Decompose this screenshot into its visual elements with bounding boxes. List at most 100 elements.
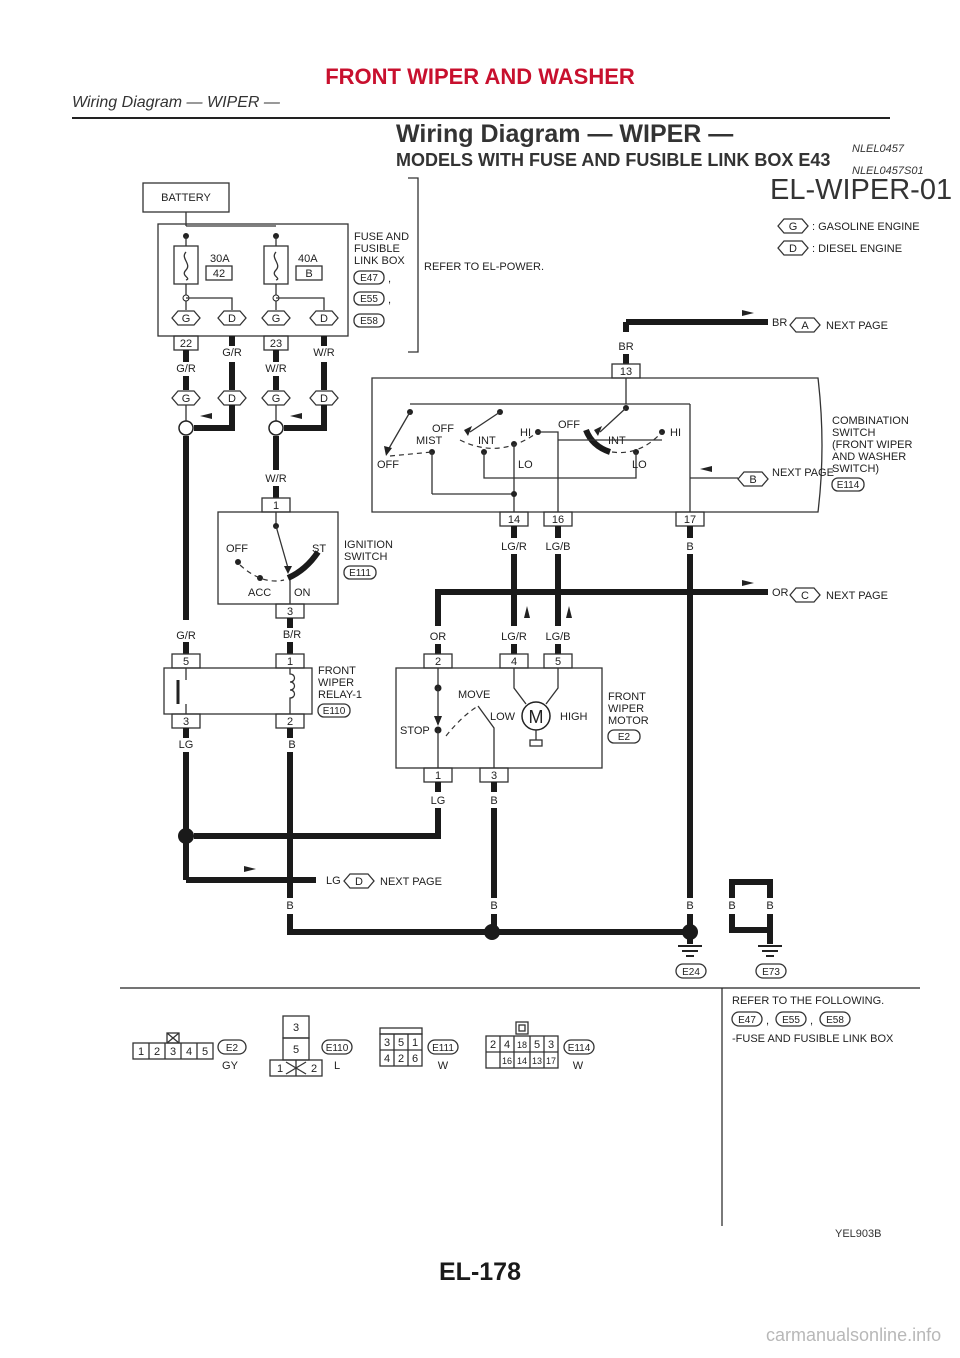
connector-e110: 3 5 1 2 E110 L bbox=[269, 1015, 353, 1077]
fuse-connector-e58 bbox=[353, 313, 385, 328]
wire-b-loop bbox=[729, 914, 770, 933]
badge-g bbox=[171, 310, 201, 326]
pin: 1 bbox=[138, 1046, 144, 1058]
connector-e2: 1 2 3 4 5 E2 GY bbox=[132, 1032, 247, 1072]
wire-label: OR bbox=[772, 587, 789, 599]
combi-pos: OFF bbox=[432, 423, 454, 435]
conn-lock bbox=[285, 1061, 307, 1075]
fuse-split-wire bbox=[186, 297, 233, 310]
section-subtitle: MODELS WITH FUSE AND FUSIBLE LINK BOX E4… bbox=[396, 150, 831, 170]
combi-blade bbox=[387, 411, 411, 451]
badge-g-text: G bbox=[272, 393, 281, 405]
ign-blade-tip bbox=[284, 566, 292, 574]
fuse-30a-icon bbox=[183, 251, 189, 281]
fuse-30a-no-box bbox=[205, 265, 233, 281]
motor-term-4-label: 4 bbox=[511, 656, 517, 668]
wire-label: LG bbox=[431, 795, 446, 807]
terminal-23-label: 23 bbox=[270, 338, 282, 350]
refer-bracket bbox=[408, 177, 419, 353]
pin: 2 bbox=[398, 1053, 404, 1065]
conn-color: L bbox=[334, 1060, 340, 1072]
relay-connector-label: E110 bbox=[323, 706, 346, 717]
wire-label: LG/R bbox=[501, 541, 527, 553]
conn-id-badge bbox=[217, 1039, 247, 1055]
ign-contact bbox=[257, 575, 263, 581]
ground-e73-label: E73 bbox=[762, 967, 780, 978]
motor-term-1-label: 1 bbox=[435, 770, 441, 782]
combi-box bbox=[371, 377, 823, 513]
relay-label: FRONT bbox=[318, 665, 356, 677]
next-a-badge bbox=[789, 317, 821, 333]
conn-id-badge bbox=[427, 1039, 459, 1055]
wire-label: W/R bbox=[313, 347, 334, 359]
next-b-code: B bbox=[749, 474, 756, 486]
next-c-code: C bbox=[801, 590, 809, 602]
wire-label: B/R bbox=[283, 629, 301, 641]
relay-term-1-label: 1 bbox=[287, 656, 293, 668]
ign-term-1-label: 1 bbox=[273, 500, 279, 512]
conn-color: W bbox=[438, 1060, 449, 1072]
ign-pos-on: ON bbox=[294, 587, 311, 599]
fuse-40a-no: B bbox=[305, 268, 312, 280]
combi-pos: LO bbox=[518, 459, 533, 471]
combi-blade-tip bbox=[384, 446, 392, 456]
wire-label: G/R bbox=[176, 630, 196, 642]
figure-id: YEL903B bbox=[835, 1228, 882, 1240]
pin: 2 bbox=[154, 1046, 160, 1058]
refer-conn-e55-label: E55 bbox=[782, 1015, 800, 1026]
pin: 4 bbox=[186, 1046, 192, 1058]
section-title: Wiring Diagram — WIPER — bbox=[396, 120, 734, 148]
next-b-badge bbox=[737, 471, 769, 487]
next-a-code: A bbox=[801, 320, 809, 332]
refer-following: REFER TO THE FOLLOWING. E47 , E55 , E58 … bbox=[731, 995, 894, 1045]
pin: 4 bbox=[384, 1053, 390, 1065]
ground-icon bbox=[678, 945, 702, 957]
badge-g-text: G bbox=[182, 393, 191, 405]
motor-lead bbox=[477, 705, 495, 768]
conn-color: W bbox=[573, 1060, 584, 1072]
pin: 3 bbox=[548, 1039, 554, 1051]
fuse-30a-body bbox=[173, 245, 199, 285]
relay-term-2-label: 2 bbox=[287, 716, 293, 728]
motor-term-5-label: 5 bbox=[555, 656, 561, 668]
flow-arrow bbox=[244, 866, 256, 872]
wire-label: BR bbox=[618, 341, 633, 353]
conn-id: E2 bbox=[226, 1043, 239, 1054]
motor-pos-low: LOW bbox=[490, 711, 516, 723]
badge-d-text: D bbox=[228, 393, 236, 405]
relay-coil-icon bbox=[289, 668, 296, 714]
combi-label: SWITCH bbox=[832, 427, 875, 439]
pin: 6 bbox=[412, 1053, 418, 1065]
badge-g bbox=[261, 390, 291, 406]
fuse-40a-icon bbox=[273, 251, 279, 281]
badge-d bbox=[309, 390, 339, 406]
combi-connector-label: E114 bbox=[837, 480, 860, 491]
wiper-relay: 5 1 3 2 FRONT WIPER RELAY-1 E110 bbox=[163, 653, 362, 729]
watermark: carmanualsonline.info bbox=[766, 1325, 942, 1345]
combi-node bbox=[511, 491, 517, 497]
combi-blade-tip bbox=[464, 426, 472, 436]
conn-id: E111 bbox=[432, 1043, 454, 1054]
ign-term-3-label: 3 bbox=[287, 606, 293, 618]
wire-label: B bbox=[288, 739, 295, 751]
next-d-badge bbox=[343, 873, 375, 889]
pin: 5 bbox=[202, 1046, 208, 1058]
conn-id: E110 bbox=[326, 1043, 349, 1054]
next-c-label: NEXT PAGE bbox=[826, 590, 888, 602]
next-b-label: NEXT PAGE bbox=[772, 467, 834, 479]
wire-label: W/R bbox=[265, 473, 286, 485]
fuse-30a-no: 42 bbox=[213, 268, 225, 280]
refer-title: REFER TO THE FOLLOWING. bbox=[732, 995, 884, 1007]
splice bbox=[682, 924, 698, 940]
combi-term-13-label: 13 bbox=[620, 366, 632, 378]
combi-connector bbox=[831, 477, 865, 492]
flow-arrow bbox=[742, 580, 754, 586]
combi-travel bbox=[459, 431, 539, 449]
wire-label: G/R bbox=[176, 363, 196, 375]
fuse-box-label: FUSE AND bbox=[354, 231, 409, 243]
refer-el-power: REFER TO EL-POWER. bbox=[424, 261, 544, 273]
next-d-code: D bbox=[355, 876, 363, 888]
wire-label: B bbox=[490, 900, 497, 912]
combi-label: AND WASHER bbox=[832, 451, 906, 463]
